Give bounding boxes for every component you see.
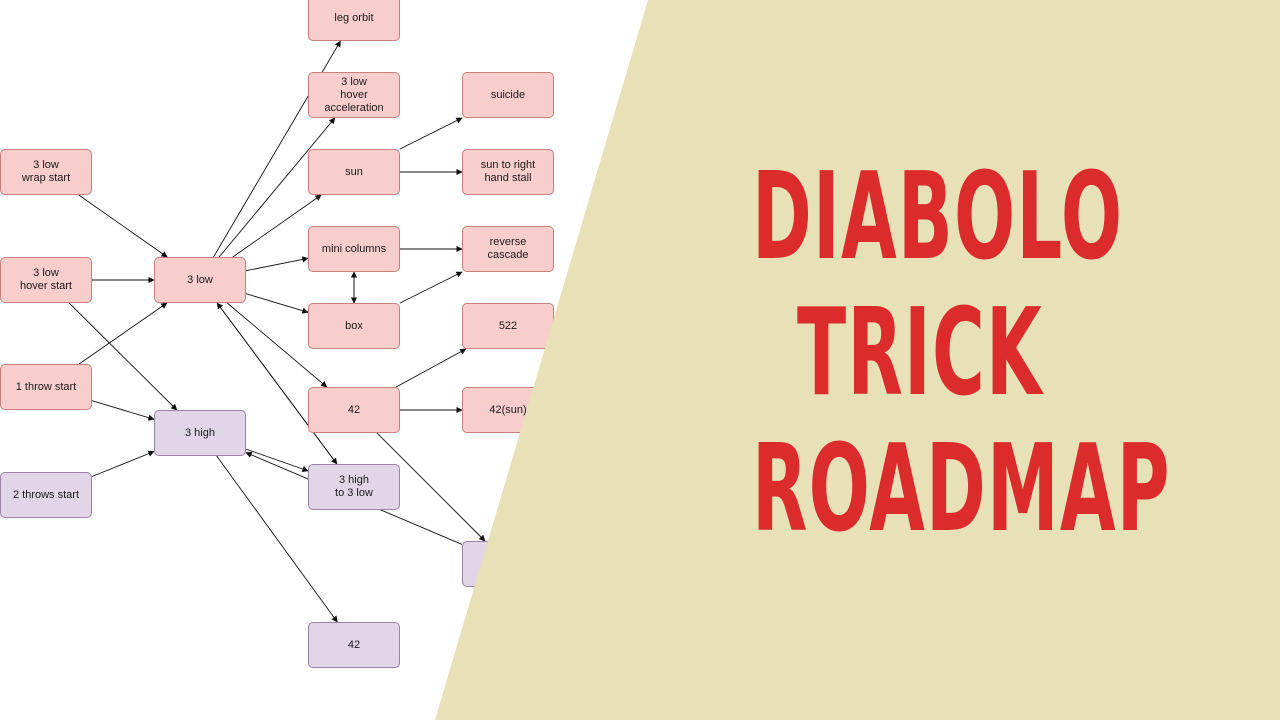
edge-42-low-to-522 [395,348,467,388]
node-2throws-start: 2 throws start [0,472,92,518]
edge-3low-to-3low-hover-accel [218,117,336,258]
title-line-1: DIABOLO [752,148,1124,287]
node-3low: 3 low [154,257,246,303]
page-title: DIABOLO TRICK ROADMAP [752,148,1171,559]
edge-3low-to-sun [232,194,322,258]
node-3low-hover-start: 3 low hover start [0,257,92,303]
node-suicide: suicide [462,72,554,118]
node-3low-hover-accel: 3 low hover acceleration [308,72,400,118]
edge-42-low-to-hidden-purple [376,432,486,542]
node-sun: sun [308,149,400,195]
edge-2throws-start-to-3high [91,450,155,477]
node-3high: 3 high [154,410,246,456]
banner-background [435,0,1280,720]
title-line-3: ROADMAP [752,420,1171,559]
node-42-low: 42 [308,387,400,433]
node-1throw-start: 1 throw start [0,364,92,410]
node-522: 522 [462,303,554,349]
node-42-high: 42 [308,622,400,668]
edge-3low-wrap-start-to-3low [78,194,168,258]
title-line-2: TRICK [797,284,1043,423]
node-3low-wrap-start: 3 low wrap start [0,149,92,195]
node-3high-3low: 3 high to 3 low [308,464,400,510]
edge-3high-to-42-high [216,455,338,623]
edge-sun-to-suicide [399,117,463,150]
edge-3high-3low-to-3low [216,302,338,465]
node-reverse-cascade: reverse cascade [462,226,554,272]
edge-3low-to-mini-columns [245,256,309,272]
edge-3low-to-42-low [226,302,328,388]
edge-3high-to-3high-3low [245,448,309,472]
edge-3low-hover-start-to-3high [68,302,178,411]
edge-layer [68,40,486,623]
edge-1throw-start-to-3low [78,302,168,365]
node-box: box [308,303,400,349]
edge-3low-to-box [245,293,309,314]
node-sun-right-stall: sun to right hand stall [462,149,554,195]
edge-1throw-start-to-3high [91,400,155,421]
node-leg-orbit: leg orbit [308,0,400,41]
node-mini-columns: mini columns [308,226,400,272]
edge-box-to-reverse-cascade [399,271,463,304]
